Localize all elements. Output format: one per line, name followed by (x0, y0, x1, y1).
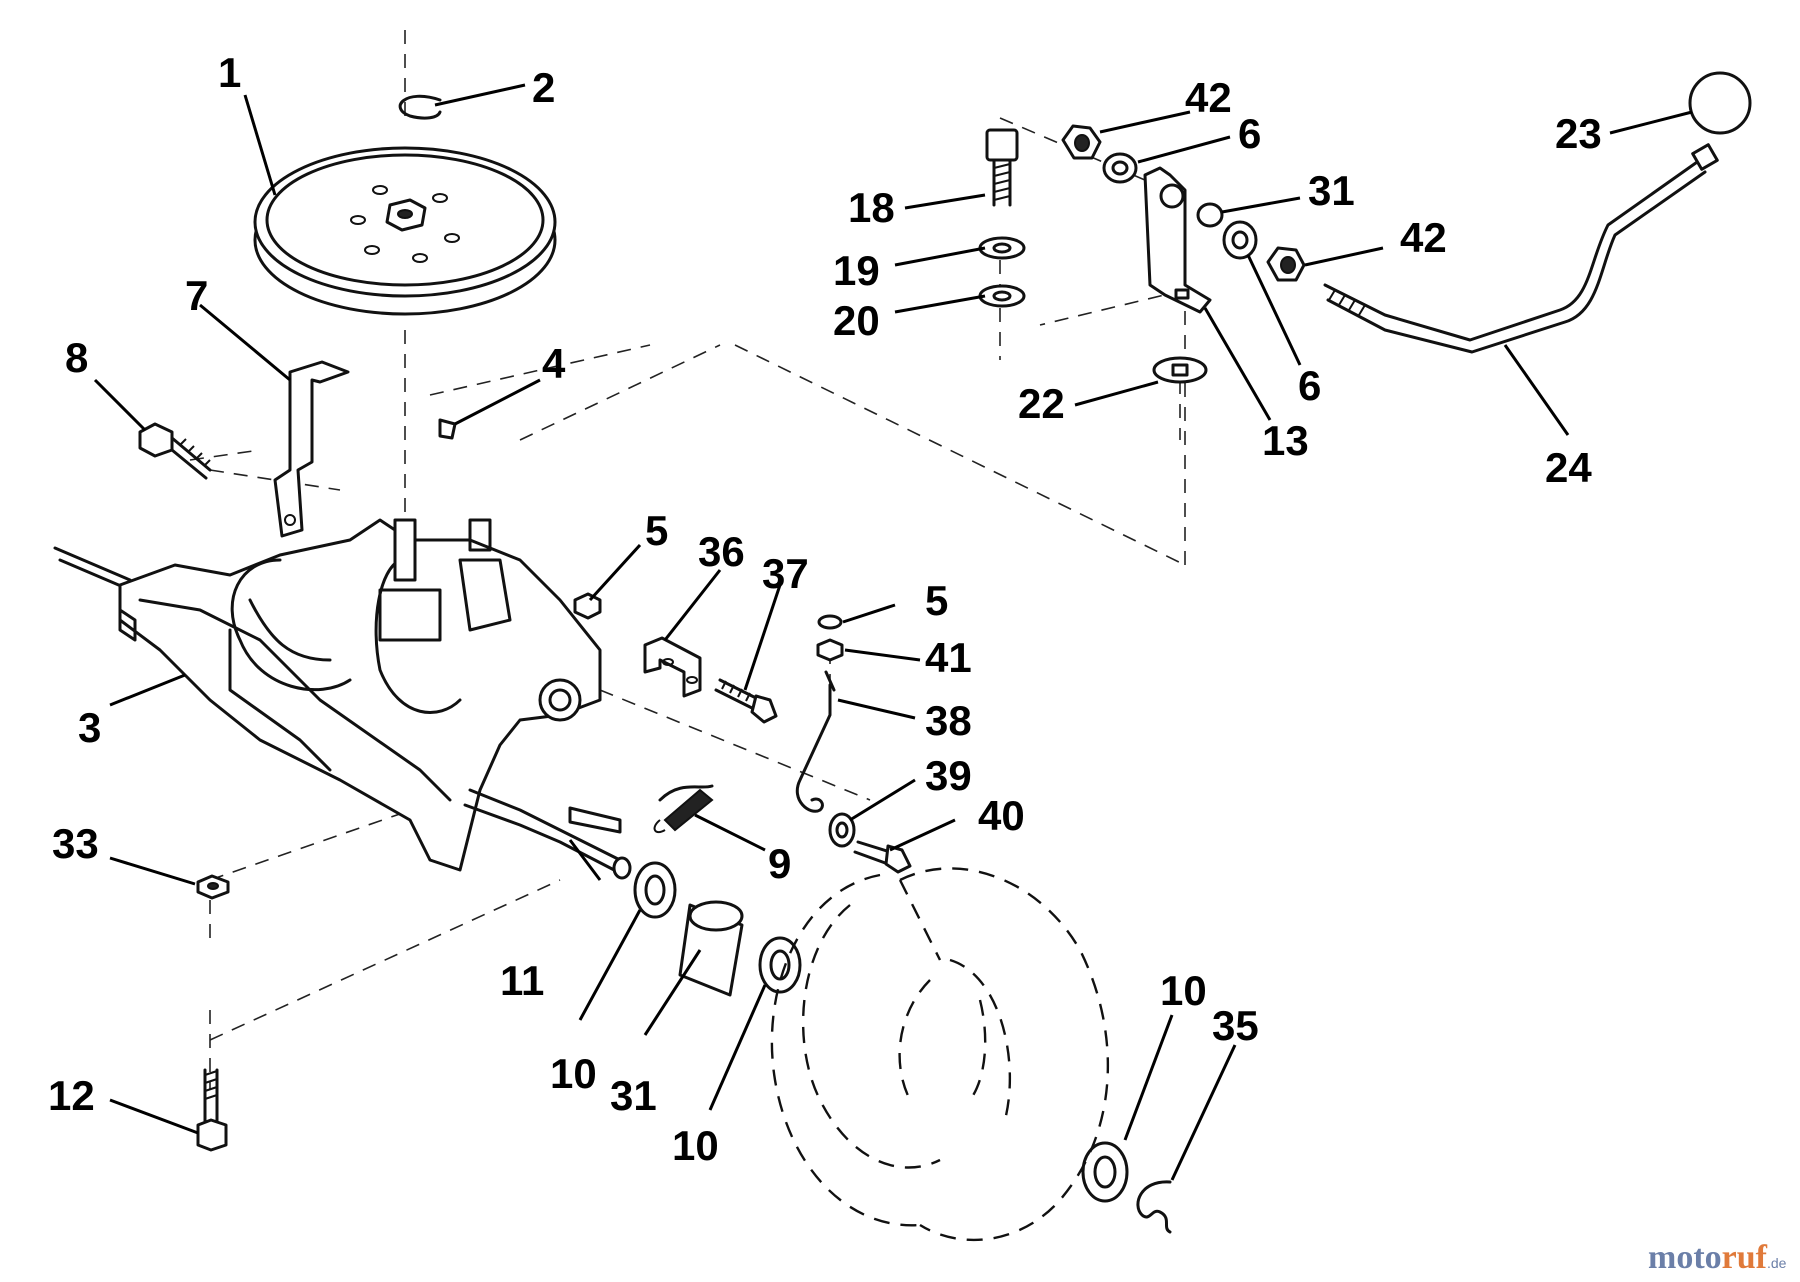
bolt-part-18 (985, 128, 1019, 207)
lever-part-24 (1323, 143, 1719, 354)
leader-lines (93, 83, 1693, 1181)
callout-42a: 42 (1185, 74, 1232, 121)
callout-38: 38 (925, 697, 972, 744)
callout-7: 7 (185, 272, 208, 319)
washer-part-10c (1081, 1141, 1129, 1203)
callout-20: 20 (833, 297, 880, 344)
svg-text:motoruf.de: motoruf.de (1648, 1239, 1787, 1276)
watermark-part1: moto (1648, 1239, 1722, 1276)
callout-10b: 10 (672, 1122, 719, 1169)
rod-part-38 (796, 683, 832, 813)
callout-22: 22 (1018, 380, 1065, 427)
wheel-outline (770, 867, 1110, 1242)
spacer-part-31b (1196, 202, 1224, 228)
callout-6b: 6 (1298, 362, 1321, 409)
bracket-part-13 (1143, 166, 1212, 314)
nut-part-42a (1061, 124, 1102, 160)
callout-42b: 42 (1400, 214, 1447, 261)
callout-23: 23 (1555, 110, 1602, 157)
spring-part (653, 784, 714, 834)
callout-labels: 1 2 3 4 5 5 6 6 7 8 9 10 10 10 11 12 13 … (48, 49, 1602, 1169)
watermark-suffix: .de (1767, 1255, 1787, 1271)
spacer-part-31 (678, 900, 744, 997)
callout-3: 3 (78, 704, 101, 751)
callout-19: 19 (833, 247, 880, 294)
clip-part (398, 94, 442, 120)
washer-part-6b (1222, 220, 1258, 260)
callout-10c: 10 (1160, 967, 1207, 1014)
clip-part-35 (1136, 1180, 1172, 1234)
washer-part-10a (633, 861, 677, 919)
callout-35: 35 (1212, 1002, 1259, 1049)
callout-8: 8 (65, 334, 88, 381)
watermark-logo: motoruf.de (1648, 1239, 1787, 1276)
callout-33: 33 (52, 820, 99, 867)
callout-12: 12 (48, 1072, 95, 1119)
washer-part-39 (828, 812, 856, 848)
callout-31b: 31 (1308, 167, 1355, 214)
knob-part-23 (1688, 71, 1752, 135)
nut-part-33 (196, 874, 230, 900)
callout-41: 41 (925, 634, 972, 681)
transaxle-part (53, 518, 632, 880)
callout-1: 1 (218, 49, 241, 96)
callout-10a: 10 (550, 1050, 597, 1097)
callout-31a: 31 (610, 1072, 657, 1119)
callout-11: 11 (500, 957, 544, 1004)
callout-2: 2 (532, 64, 555, 111)
callout-5b: 5 (925, 577, 948, 624)
bolt-part-8 (138, 422, 212, 480)
washer-part-5b (817, 614, 843, 630)
key-part (438, 418, 457, 440)
pulley-part (253, 146, 557, 316)
bracket-part (273, 360, 350, 538)
callout-4: 4 (542, 340, 566, 387)
callout-5a: 5 (645, 507, 668, 554)
callout-40: 40 (978, 792, 1025, 839)
callout-9: 9 (768, 840, 791, 887)
callout-6a: 6 (1238, 110, 1261, 157)
washer-part-20 (978, 284, 1026, 308)
washer-part-19 (978, 236, 1026, 260)
nut-part-41 (816, 638, 844, 662)
bolt-part-37 (714, 678, 778, 724)
callout-37: 37 (762, 550, 809, 597)
key-part-11 (568, 806, 622, 834)
washer-part-22 (1152, 356, 1208, 384)
bolt-part-40 (853, 840, 912, 874)
washer-part-6a (1102, 152, 1138, 184)
nut-part-5a (573, 592, 602, 620)
nut-part-42b (1266, 246, 1306, 282)
callout-36: 36 (698, 528, 745, 575)
bracket-part-36 (643, 636, 702, 698)
callout-13: 13 (1262, 417, 1309, 464)
callout-24: 24 (1545, 444, 1592, 491)
callout-39: 39 (925, 752, 972, 799)
bolt-part-12 (196, 1068, 228, 1152)
watermark-part2: ruf (1722, 1239, 1768, 1276)
callout-18: 18 (848, 184, 895, 231)
